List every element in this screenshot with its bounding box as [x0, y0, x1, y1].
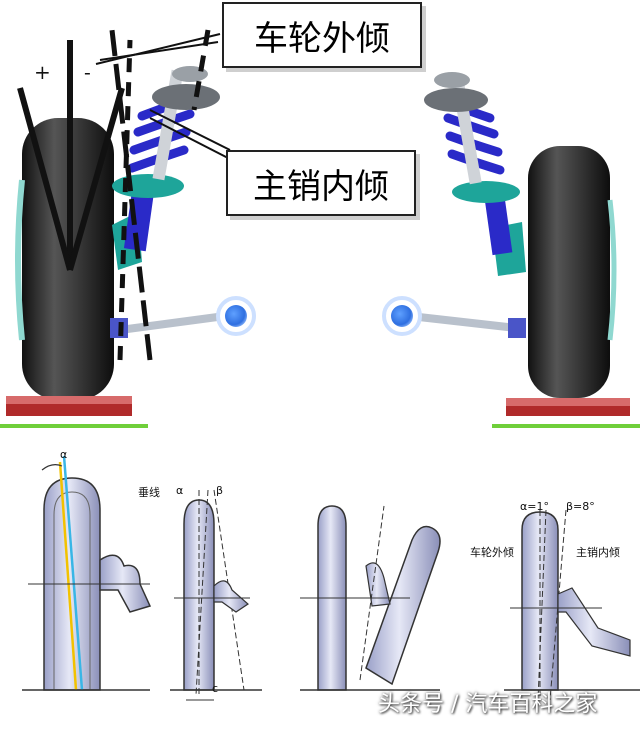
- axis-cyan: [62, 455, 84, 691]
- label-c: c: [212, 682, 219, 695]
- axis-yellow: [58, 461, 78, 691]
- detail-diagram-2: [170, 489, 262, 701]
- vertical-dashed-left: [117, 39, 133, 361]
- right-strut-body: [483, 188, 513, 256]
- camber-callout-text: 车轮外倾: [254, 18, 390, 59]
- left-ground-plate: [6, 402, 132, 416]
- left-ground-plate-top: [6, 396, 132, 404]
- left-ground-line: [0, 424, 148, 428]
- label-vertical-line: 垂线: [138, 486, 160, 499]
- right-bushing: [391, 305, 413, 327]
- right-top-mount: [424, 88, 488, 112]
- kingpin-leader-2: [149, 117, 229, 159]
- right-spring-seat: [452, 181, 520, 203]
- right-ground-plate-top: [506, 398, 630, 406]
- right-top-nut: [434, 72, 470, 88]
- label-kingpin-small: 主销内倾: [576, 546, 620, 559]
- label-beta-value: β=8°: [566, 500, 595, 513]
- kingpin-leader: [149, 109, 231, 151]
- detail-diagram-1: [22, 455, 152, 691]
- right-tire: [528, 146, 610, 398]
- right-control-arm: [409, 312, 517, 332]
- minus-sign: -: [84, 60, 91, 84]
- right-ball-joint: [508, 318, 526, 338]
- right-ground-plate: [506, 404, 630, 416]
- right-rim-edge: [607, 199, 617, 341]
- left-control-arm: [119, 312, 226, 334]
- camber-leader: [95, 33, 221, 65]
- kingpin-callout: 主销内倾: [226, 150, 416, 216]
- camber-callout: 车轮外倾: [222, 2, 422, 68]
- right-wheel-assembly: [382, 72, 617, 398]
- left-strut-body: [123, 188, 155, 252]
- label-alpha-value: α=1°: [520, 500, 549, 513]
- label-beta-2: β: [216, 484, 224, 497]
- camber-leader-2: [99, 41, 219, 61]
- label-alpha-2: α: [176, 484, 184, 497]
- watermark: 头条号 / 汽车百科之家: [378, 692, 598, 717]
- camber-lines: [17, 40, 125, 271]
- kingpin-axis-left: [109, 29, 153, 361]
- label-alpha-1: α: [60, 448, 68, 461]
- detail-diagram-4: [504, 509, 640, 701]
- left-top-mount: [152, 84, 220, 110]
- detail-diagram-3: [300, 505, 441, 691]
- right-ground-line: [492, 424, 640, 428]
- plus-sign: +: [34, 60, 51, 84]
- left-spring-seat: [112, 174, 184, 198]
- left-bushing: [225, 305, 247, 327]
- kingpin-callout-text: 主销内倾: [253, 166, 389, 207]
- label-camber-small: 车轮外倾: [470, 546, 514, 559]
- left-rim-edge: [15, 179, 25, 341]
